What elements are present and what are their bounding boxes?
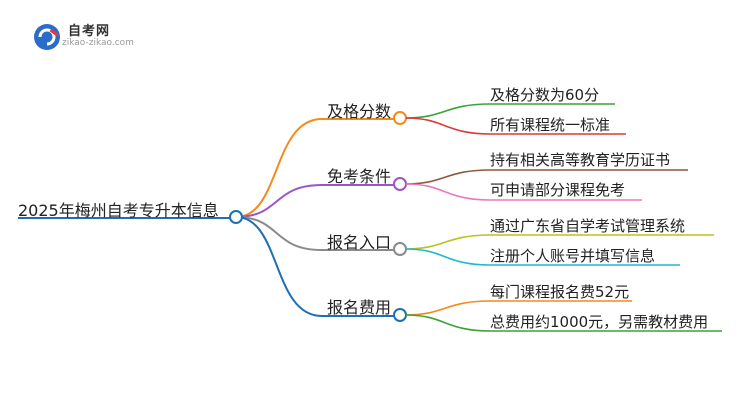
root-node-label: 2025年梅州自考专升本信息	[18, 201, 219, 220]
leaf-label: 总费用约1000元，另需教材费用	[490, 313, 709, 331]
logo-icon	[34, 24, 60, 50]
root-node-circle	[229, 210, 243, 224]
leaf-connector	[405, 117, 491, 135]
leaf-connector	[405, 103, 491, 119]
leaf-connector	[405, 234, 491, 250]
leaf-label: 可申请部分课程免考	[490, 181, 626, 199]
leaf-connector	[405, 300, 491, 316]
leaf-label: 持有相关高等教育学历证书	[490, 151, 671, 169]
branch-connector	[235, 184, 323, 218]
logo-title: 自考网	[68, 24, 111, 39]
branch-connector	[235, 118, 323, 218]
leaf-label: 每门课程报名费52元	[490, 283, 630, 301]
branch-label-passing-score: 及格分数	[327, 102, 392, 121]
leaf-connector	[405, 169, 491, 185]
branch-label-registration-portal: 报名入口	[327, 233, 392, 252]
branch-label-exemption: 免考条件	[327, 167, 392, 186]
branch-node-circle	[393, 111, 407, 125]
branch-node-circle	[393, 242, 407, 256]
leaf-label: 及格分数为60分	[490, 86, 600, 104]
branch-node-circle	[393, 308, 407, 322]
leaf-connector	[405, 314, 491, 332]
leaf-connector	[405, 183, 491, 201]
branch-connector	[235, 216, 323, 317]
leaf-label: 通过广东省自学考试管理系统	[490, 217, 686, 235]
branch-node-circle	[393, 177, 407, 191]
logo-url: zikao-zikao.com	[62, 38, 134, 48]
branch-connector	[235, 216, 323, 251]
leaf-label: 注册个人账号并填写信息	[490, 247, 656, 265]
leaf-label: 所有课程统一标准	[490, 116, 611, 134]
leaf-connector	[405, 248, 491, 266]
branch-label-registration-fee: 报名费用	[327, 298, 392, 317]
